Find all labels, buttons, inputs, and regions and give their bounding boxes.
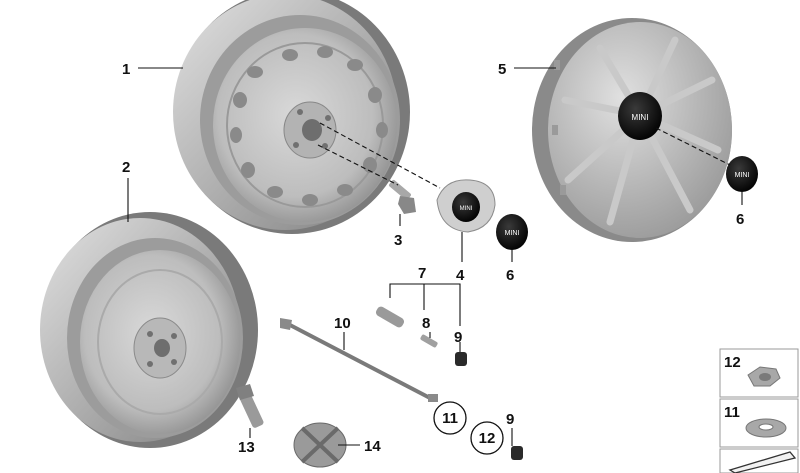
callout-8: 8 — [422, 315, 430, 332]
callout-6-side: 6 — [736, 211, 744, 228]
valve-assembly — [375, 306, 523, 460]
callout-12: 12 — [479, 430, 496, 447]
callout-3: 3 — [394, 232, 402, 249]
emblem-loose-logo-text: MINI — [505, 230, 520, 237]
callout-4: 4 — [456, 267, 465, 284]
steel-wheel-lower — [40, 212, 258, 448]
center-cap-logo-text: MINI — [460, 206, 473, 212]
callout-13: 13 — [238, 439, 255, 456]
callout-12-circle — [470, 421, 504, 455]
wing-nut — [293, 422, 347, 468]
callout-11-circle — [433, 401, 467, 435]
callout-6-loose: 6 — [506, 267, 514, 284]
callout-14: 14 — [364, 438, 381, 455]
wheel-bolt — [389, 180, 416, 214]
hex-nut-icon — [747, 366, 781, 387]
callout-9b: 9 — [506, 411, 514, 428]
legend-panel: 12 11 — [719, 348, 799, 473]
legend-box-12 — [719, 348, 799, 398]
legend-number-12: 12 — [724, 354, 741, 371]
callout-10: 10 — [334, 315, 351, 332]
steel-wheel-upper — [173, 0, 410, 234]
emblem-loose: MINI — [496, 214, 528, 250]
callout-11: 11 — [442, 410, 458, 427]
callouts: 1 2 3 4 5 6 6 7 8 9 9 10 13 14 11 12 — [122, 61, 744, 456]
legend-number-11: 11 — [724, 404, 740, 421]
wedge-icon — [728, 451, 797, 473]
emblem-side-logo-text: MINI — [735, 172, 750, 179]
spare-bolt — [236, 384, 264, 428]
callout-7: 7 — [418, 265, 426, 282]
leader-lines — [127, 67, 743, 446]
cover-logo-text: MINI — [632, 113, 649, 122]
callout-9a: 9 — [454, 329, 462, 346]
hold-down-rod — [280, 318, 438, 402]
callout-2: 2 — [122, 159, 130, 176]
center-cap: MINI — [436, 179, 496, 233]
callout-1: 1 — [122, 61, 130, 78]
callout-5: 5 — [498, 61, 506, 78]
emblem-side: MINI — [726, 156, 758, 192]
wheel-cover: MINI — [532, 18, 732, 242]
washer-icon — [745, 418, 787, 438]
